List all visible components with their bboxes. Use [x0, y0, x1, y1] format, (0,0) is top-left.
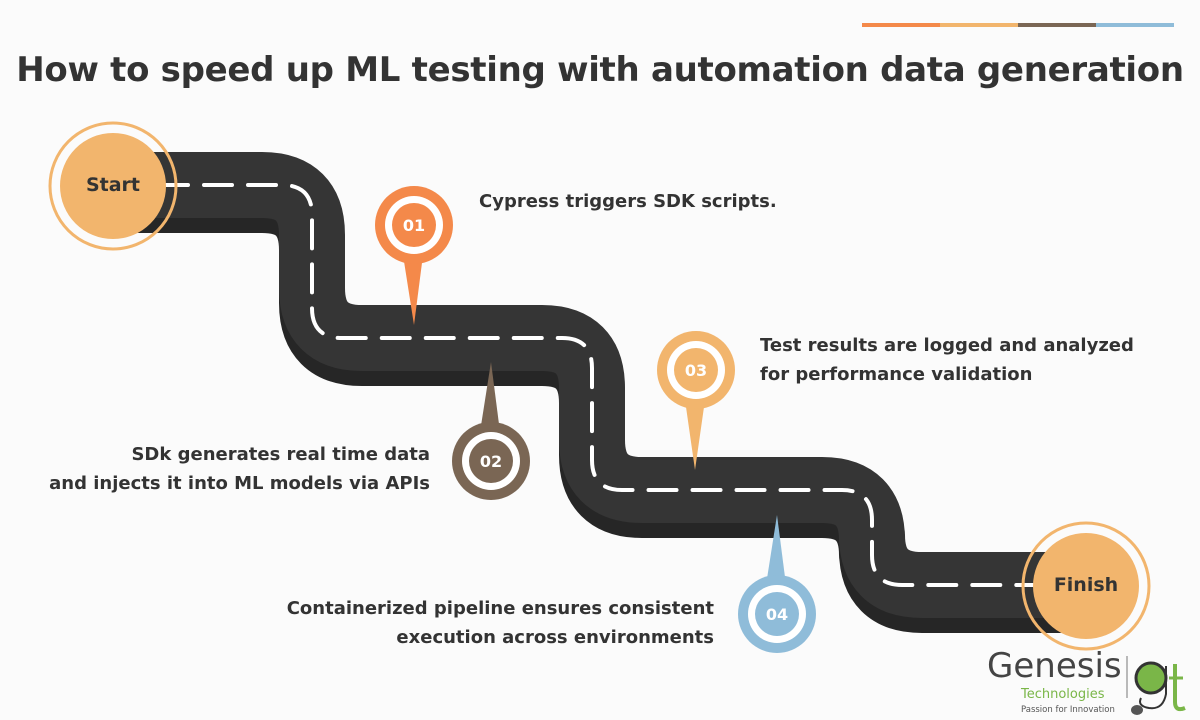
start-label: Start: [85, 174, 141, 196]
road-center-dashes: [158, 183, 1042, 587]
accent-segment-peach: [940, 23, 1018, 27]
step-02-number: 02: [480, 452, 502, 471]
logo-brand: Genesis: [987, 646, 1122, 686]
step-02-text: SDk generates real time data and injects…: [20, 440, 430, 498]
company-logo: Genesis Technologies Passion for Innovat…: [985, 646, 1195, 718]
step-01-pin: [375, 186, 453, 325]
step-03-line-1: Test results are logged and analyzed: [760, 335, 1134, 356]
step-03-pin: [657, 331, 735, 470]
start-node: [48, 121, 178, 251]
step-02-line-2: and injects it into ML models via APIs: [49, 473, 430, 494]
step-01-number: 01: [403, 216, 425, 235]
step-03-number: 03: [685, 361, 707, 380]
logo-subtitle: Technologies: [1021, 687, 1105, 702]
accent-segment-orange: [862, 23, 940, 27]
logo-gt-mark-icon: [1126, 656, 1186, 715]
step-04-number: 04: [766, 605, 788, 624]
accent-color-bar: [862, 23, 1174, 27]
page-title: How to speed up ML testing with automati…: [16, 50, 1184, 90]
step-01-text: Cypress triggers SDK scripts.: [479, 187, 777, 216]
accent-segment-blue: [1096, 23, 1174, 27]
step-04-line-2: execution across environments: [396, 627, 714, 648]
step-01-line-1: Cypress triggers SDK scripts.: [479, 191, 777, 212]
step-04-text: Containerized pipeline ensures consisten…: [200, 594, 714, 652]
step-03-text: Test results are logged and analyzed for…: [760, 331, 1134, 389]
step-04-line-1: Containerized pipeline ensures consisten…: [286, 598, 714, 619]
finish-node: [1021, 521, 1151, 651]
step-02-line-1: SDk generates real time data: [131, 444, 430, 465]
step-04-pin: [738, 515, 816, 653]
finish-label: Finish: [1053, 574, 1119, 596]
logo-tagline: Passion for Innovation: [1021, 705, 1115, 715]
step-02-pin: [452, 362, 530, 500]
step-03-line-2: for performance validation: [760, 364, 1033, 385]
accent-segment-brown: [1018, 23, 1096, 27]
